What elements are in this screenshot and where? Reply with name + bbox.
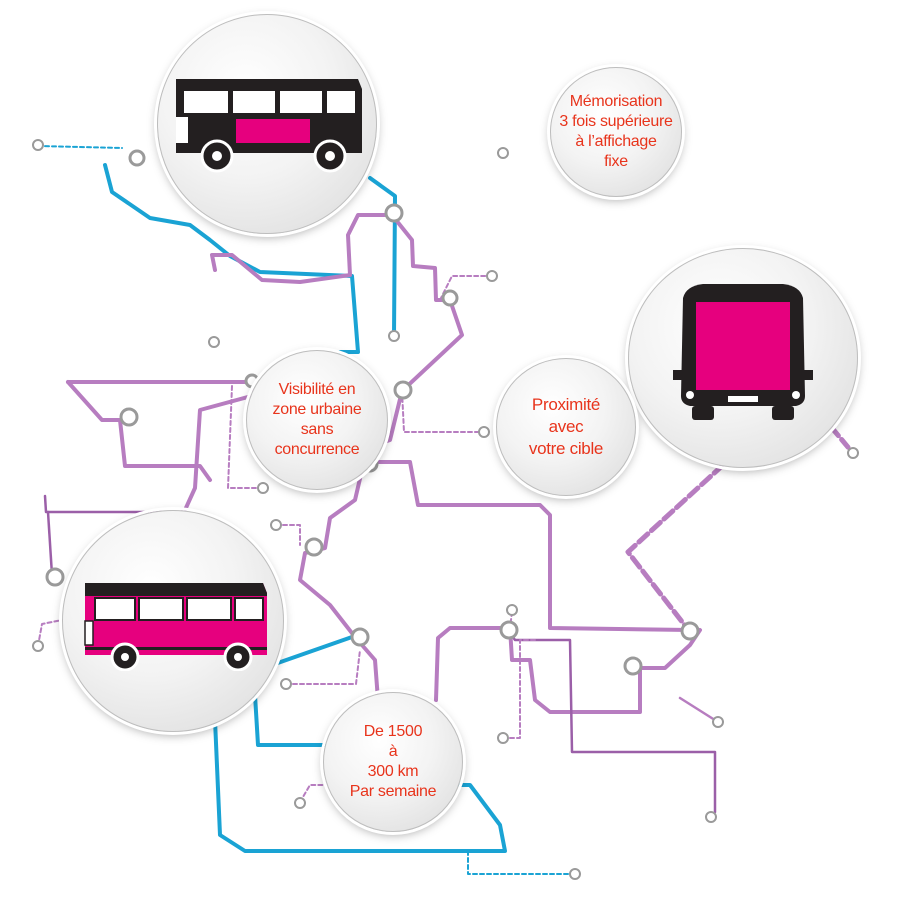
bus-rear-icon (673, 284, 813, 420)
stop-node (350, 627, 370, 647)
stop-node (270, 519, 282, 531)
stop-node (478, 426, 490, 438)
stop-node (304, 537, 324, 557)
distance-bubble: De 1500 à 300 km Par semaine (323, 692, 463, 832)
memorisation-text: Mémorisation 3 fois supérieure à l’affic… (559, 92, 673, 172)
stop-node (294, 797, 306, 809)
stop-node (623, 656, 643, 676)
distance-line: De 1500 (363, 723, 423, 740)
stop-node (257, 482, 269, 494)
visibilite-line: Visibilité en (278, 381, 356, 398)
stop-node (208, 336, 220, 348)
visibilite-line: concurrence (274, 441, 360, 458)
blue-line-top (103, 163, 360, 354)
proximite-line: avec (548, 417, 584, 436)
purple-dashed-7 (299, 784, 326, 803)
blue-dashed-bottom (467, 850, 573, 875)
stop-node (119, 407, 139, 427)
purple-dashed-2 (401, 390, 485, 433)
visibilite-line: zone urbaine (272, 401, 362, 418)
stop-node (705, 811, 717, 823)
purple-line-g (46, 510, 54, 577)
memorisation-line: Mémorisation (569, 93, 663, 110)
bus-top-bubble (157, 14, 377, 234)
stop-node (32, 139, 44, 151)
memorisation-bubble: Mémorisation 3 fois supérieure à l’affic… (550, 67, 682, 197)
distance-line: à (388, 743, 398, 760)
visibilite-text: Visibilité en zone urbaine sans concurre… (273, 380, 362, 460)
stop-node (32, 640, 44, 652)
stop-node (847, 447, 859, 459)
stop-node (45, 567, 65, 587)
purple-dashed-5 (285, 649, 361, 685)
stop-node (486, 270, 498, 282)
stop-node (497, 732, 509, 744)
visibilite-bubble: Visibilité en zone urbaine sans concurre… (246, 350, 388, 490)
proximite-line: votre cible (528, 439, 604, 458)
stop-node (499, 620, 519, 640)
blue-line-mid (270, 635, 354, 667)
stop-node (280, 678, 292, 690)
stop-node (680, 621, 700, 641)
purple-dashed-4 (275, 524, 301, 546)
visibilite-line: sans (300, 421, 334, 438)
memorisation-line: à l’affichage (575, 133, 657, 150)
blue-line-bottom (213, 718, 507, 853)
stop-node (712, 716, 724, 728)
memorisation-line: 3 fois supérieure (559, 113, 673, 130)
purple-line-h (678, 696, 720, 724)
purple-line-d (434, 626, 702, 714)
blue-dashed-top (37, 145, 123, 149)
purple-line-e (506, 628, 717, 814)
stop-node (393, 380, 413, 400)
bus-rear-bubble (628, 248, 858, 468)
purple-line-a (210, 213, 464, 702)
memorisation-line: fixe (604, 153, 628, 170)
stop-node (506, 604, 518, 616)
distance-line: Par semaine (349, 783, 437, 800)
bus-side-black-icon (176, 79, 362, 173)
purple-dashed-6 (37, 619, 63, 647)
proximite-line: Proximité (531, 395, 601, 414)
stop-node (497, 147, 509, 159)
purple-dashed-right (829, 425, 855, 455)
distance-line: 300 km (367, 763, 419, 780)
purple-dashed-thick (625, 462, 726, 635)
stop-node (384, 203, 404, 223)
purple-line-b2 (66, 380, 212, 482)
bus-bottom-bubble (62, 510, 284, 732)
blue-line-top-branch (368, 176, 397, 338)
blue-line-bottom-branch (253, 693, 327, 747)
stop-node (388, 330, 400, 342)
distance-text: De 1500 à 300 km Par semaine (350, 722, 437, 802)
purple-dashed-8 (502, 639, 536, 739)
bus-side-pink-icon (84, 583, 267, 671)
stop-node (128, 149, 146, 167)
proximite-text: Proximité avec votre cible (529, 394, 603, 460)
stop-node (569, 868, 581, 880)
stop-node (441, 289, 459, 307)
purple-dashed-3 (227, 385, 263, 489)
purple-line-c (368, 460, 692, 632)
proximite-bubble: Proximité avec votre cible (496, 358, 636, 496)
